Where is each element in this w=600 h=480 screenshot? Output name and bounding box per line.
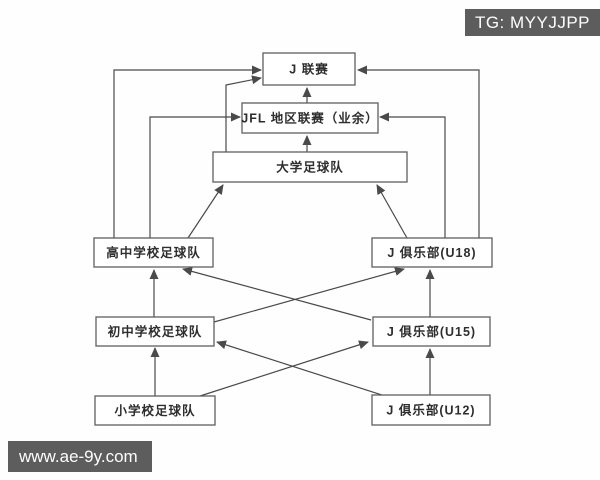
node-label-jfl: JFL 地区联赛（业余） (241, 111, 378, 126)
edge-j-club-u18-to-university (376, 184, 408, 239)
edges-layer (113, 65, 480, 397)
edge-j-club-u18-to-j-league (357, 65, 480, 238)
node-box-jfl (241, 102, 379, 134)
edge-j-club-u15-to-high-school (182, 267, 372, 321)
node-label-middle-school: 初中学校足球队 (108, 324, 203, 339)
node-box-elementary-school (94, 395, 216, 426)
edge-high-school-to-jfl (149, 112, 241, 238)
node-box-high-school (93, 237, 214, 268)
node-j-club-u18: J 俱乐部(U18) (371, 237, 493, 268)
node-label-j-club-u15: J 俱乐部(U15) (387, 324, 476, 339)
edge-j-club-u18-to-jfl (379, 112, 446, 238)
node-elementary-school: 小学校足球队 (94, 395, 216, 426)
node-j-club-u12: J 俱乐部(U12) (371, 394, 491, 426)
node-high-school: 高中学校足球队 (93, 237, 214, 268)
node-university: 大学足球队 (212, 151, 408, 183)
node-label-j-club-u18: J 俱乐部(U18) (387, 245, 476, 260)
edge-elementary-school-to-j-club-u15 (199, 340, 369, 397)
node-jfl: JFL 地区联赛（业余） (241, 102, 379, 134)
node-j-club-u15: J 俱乐部(U15) (372, 316, 491, 347)
edge-university-to-j-league (225, 75, 262, 152)
edge-high-school-to-j-league (113, 65, 262, 238)
node-box-j-club-u18 (371, 237, 493, 268)
node-label-j-league: J 联赛 (289, 62, 328, 77)
node-box-university (212, 151, 408, 183)
node-label-j-club-u12: J 俱乐部(U12) (386, 403, 475, 418)
node-label-high-school: 高中学校足球队 (106, 245, 201, 260)
edge-middle-school-to-j-club-u18 (213, 267, 405, 323)
watermark-top-right: TG: MYYJJPP (465, 9, 600, 36)
node-label-university: 大学足球队 (276, 160, 344, 175)
node-box-middle-school (95, 316, 215, 347)
edge-j-club-u12-to-middle-school (216, 340, 386, 397)
node-j-league: J 联赛 (262, 52, 356, 86)
edge-high-school-to-university (187, 184, 224, 239)
node-box-j-club-u12 (371, 394, 491, 426)
node-box-j-league (262, 52, 356, 86)
node-middle-school: 初中学校足球队 (95, 316, 215, 347)
node-box-j-club-u15 (372, 316, 491, 347)
node-label-elementary-school: 小学校足球队 (113, 403, 195, 418)
watermark-bottom-left: www.ae-9y.com (8, 441, 152, 472)
